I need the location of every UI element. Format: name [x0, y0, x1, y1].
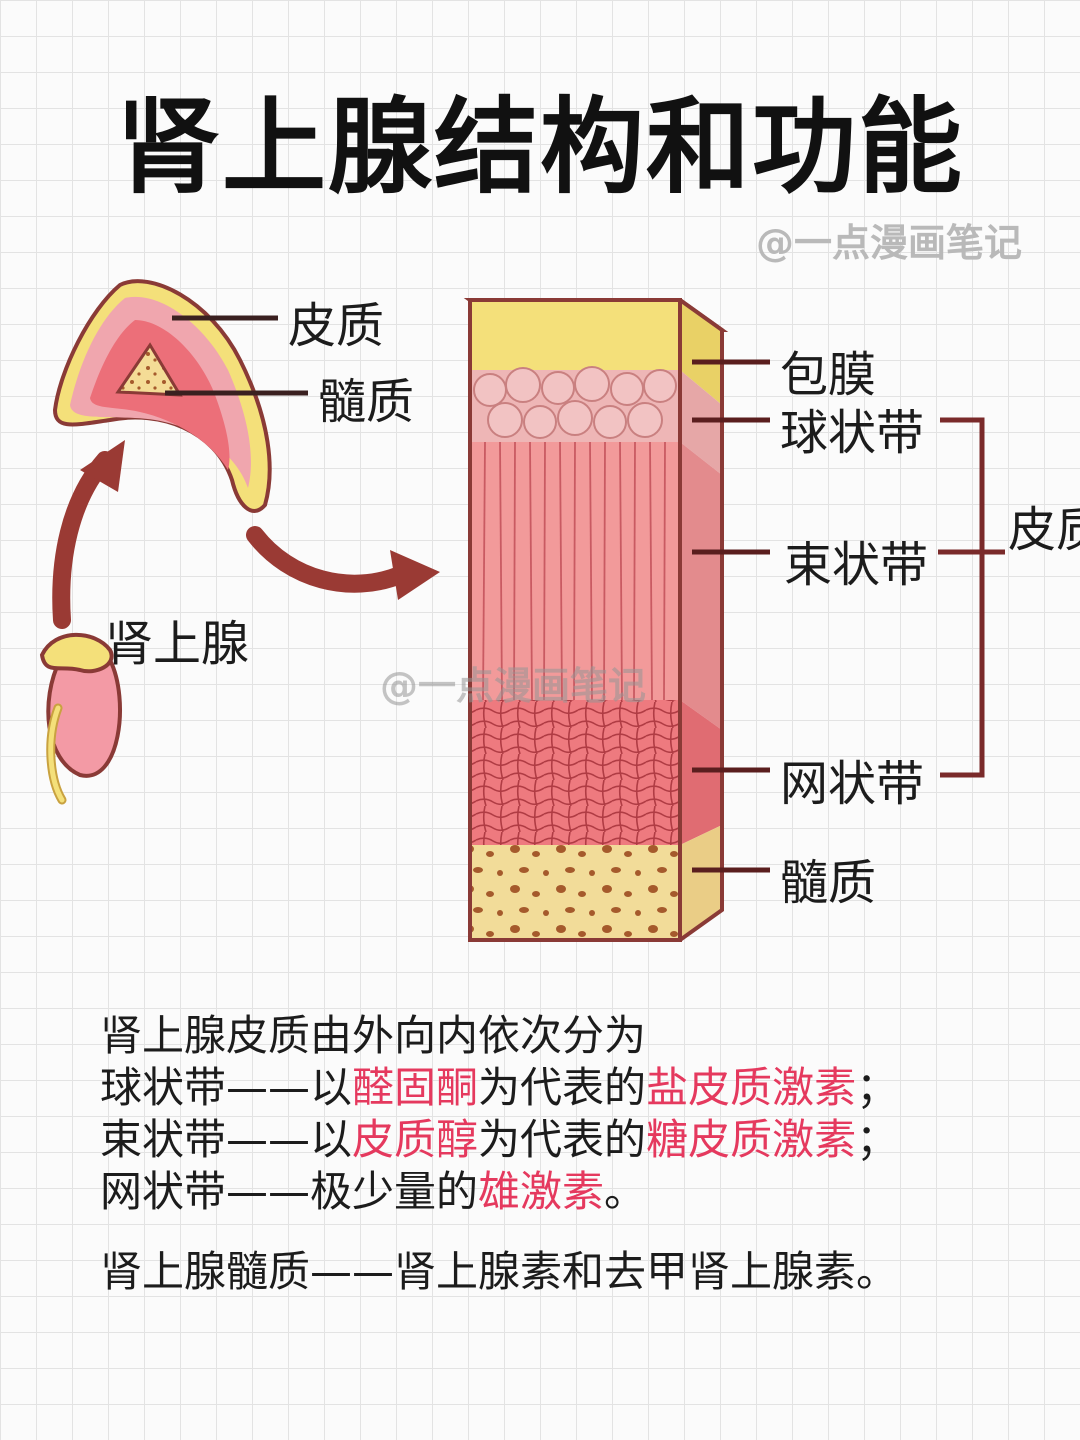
watermark-mid: @一点漫画笔记 [380, 664, 647, 708]
label-capsule: 包膜 [780, 347, 877, 403]
label-cortex-bracket: 皮质 [1008, 502, 1080, 558]
desc-intro: 肾上腺皮质由外向内依次分为 [100, 1011, 647, 1060]
text: 为代表的 [478, 1063, 647, 1112]
page-title: 肾上腺结构和功能 [115, 86, 964, 208]
text: 为代表的 [478, 1115, 647, 1164]
label-organ: 肾上腺 [105, 616, 250, 672]
description: 肾上腺皮质由外向内依次分为 球状带——以醛固酮为代表的盐皮质激素； 束状带——以… [100, 1010, 1020, 1298]
hormone-class: 糖皮质激素 [646, 1115, 857, 1164]
desc-line-reticularis: 网状带——极少量的雄激素。 [100, 1166, 1020, 1218]
hormone-class: 盐皮质激素 [646, 1063, 857, 1112]
zone-name: 球状带 [100, 1063, 227, 1112]
label-cortex-left: 皮质 [288, 298, 385, 354]
punct: ； [856, 1063, 899, 1112]
arrow-up [52, 451, 114, 629]
text: 以 [310, 1063, 353, 1112]
label-reticularis: 网状带 [780, 756, 925, 812]
zone-name: 束状带 [100, 1115, 227, 1164]
punct: 。 [604, 1167, 647, 1216]
desc-line-fasciculata: 束状带——以皮质醇为代表的糖皮质激素； [100, 1114, 1020, 1166]
label-medulla-right: 髓质 [780, 855, 877, 911]
section-illustration [52, 279, 272, 513]
arrow-right [246, 526, 409, 593]
desc-line-medulla: 肾上腺髓质——肾上腺素和去甲肾上腺素。 [100, 1247, 899, 1296]
zone-name: 网状带 [100, 1167, 227, 1216]
hormone: 皮质醇 [352, 1115, 479, 1164]
organ-illustration [39, 632, 122, 805]
watermark-top: @一点漫画笔记 [755, 221, 1022, 265]
adrenal-diagram [39, 279, 1005, 942]
label-medulla-left: 髓质 [318, 374, 415, 430]
punct: ； [856, 1115, 899, 1164]
text: 以 [310, 1115, 353, 1164]
label-glomerulosa: 球状带 [780, 405, 925, 461]
desc-line-glomerulosa: 球状带——以醛固酮为代表的盐皮质激素； [100, 1062, 1020, 1114]
label-fasciculata: 束状带 [784, 537, 929, 593]
text: 极少量的 [310, 1167, 479, 1216]
dash: —— [226, 1063, 311, 1112]
dash: —— [226, 1167, 311, 1216]
hormone: 雄激素 [478, 1167, 605, 1216]
tissue-block [463, 298, 729, 942]
hormone: 醛固酮 [352, 1063, 479, 1112]
dash: —— [226, 1115, 311, 1164]
